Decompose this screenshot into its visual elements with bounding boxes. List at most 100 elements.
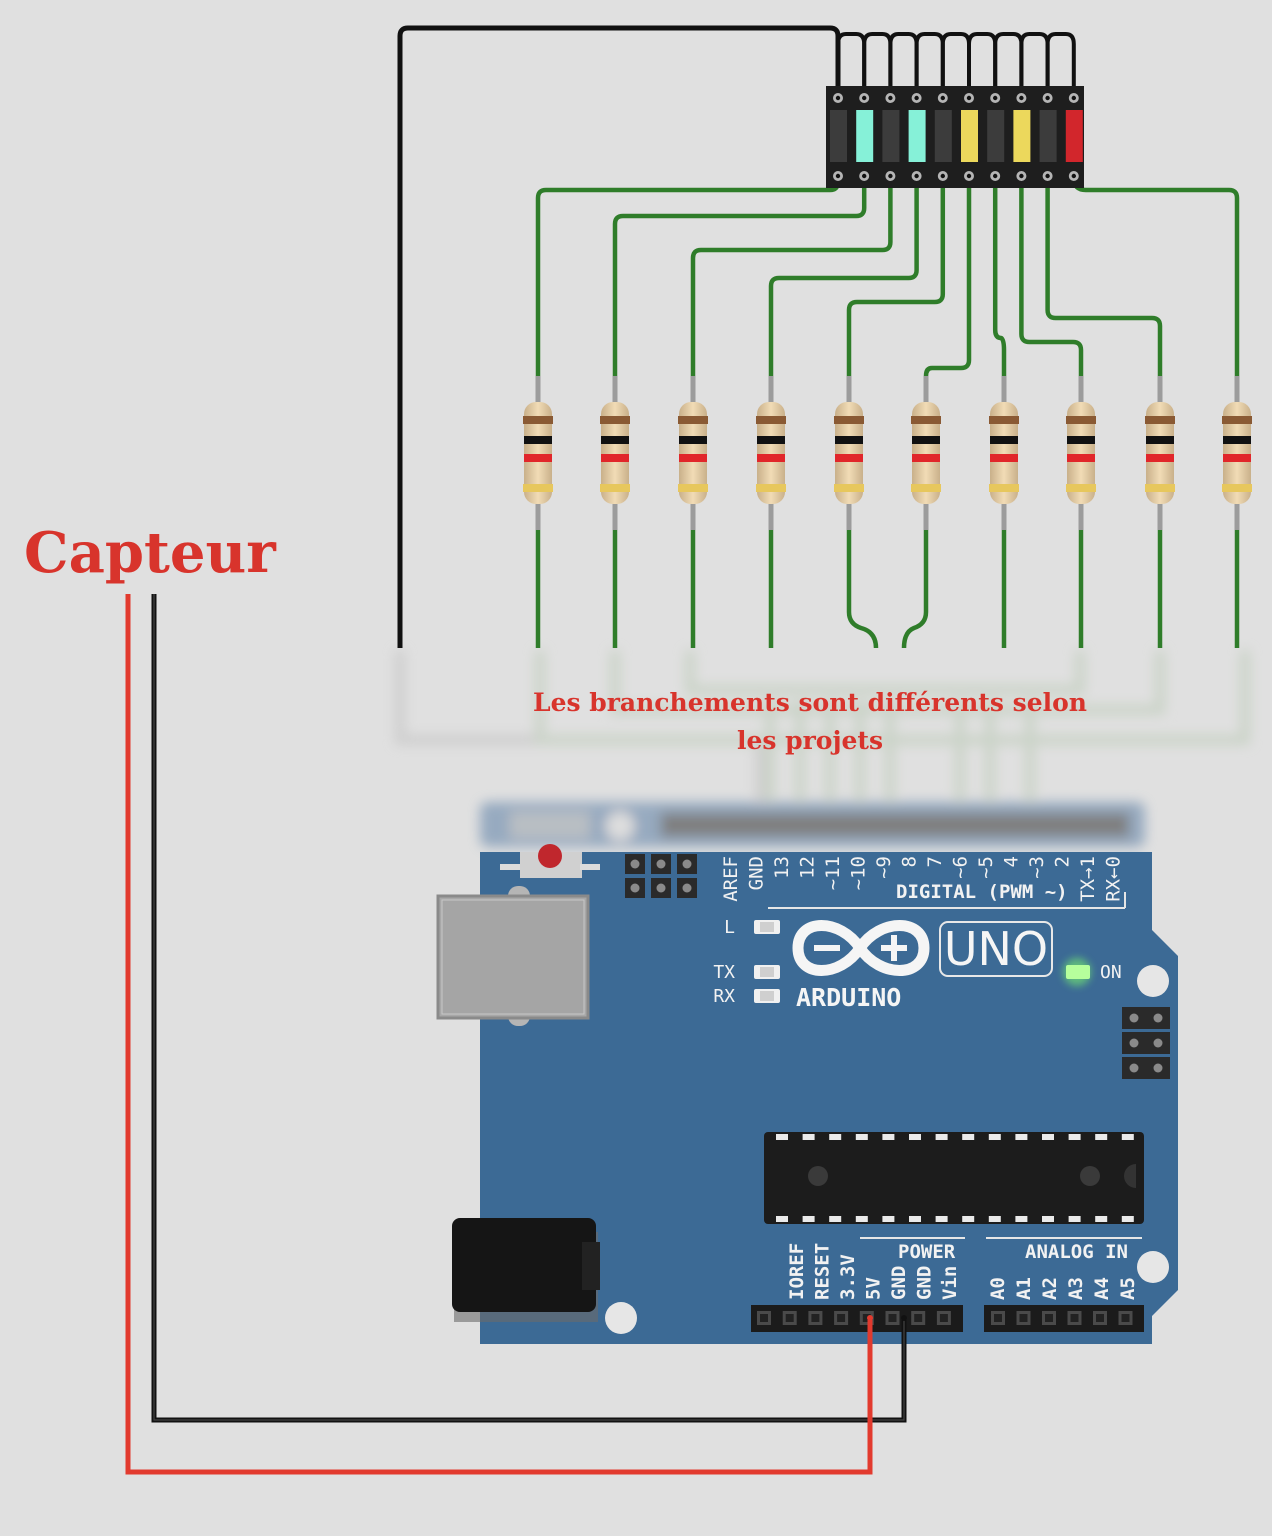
- mounting-hole: [605, 1302, 637, 1334]
- resistor-array: [523, 376, 1252, 530]
- analog-pin-label: A1: [1013, 1277, 1035, 1300]
- digital-pin-label: ~9: [873, 856, 895, 879]
- led-wire: [992, 178, 1007, 378]
- atmega-chip: [764, 1132, 1144, 1224]
- mounting-hole: [1137, 1251, 1169, 1283]
- power-led: [1066, 965, 1090, 979]
- resistor: [1222, 376, 1252, 530]
- resistor: [1145, 376, 1175, 530]
- analog-pin-label: A3: [1065, 1277, 1087, 1300]
- led-wires: [535, 177, 1240, 649]
- analog-pin-label: A4: [1091, 1277, 1113, 1300]
- digital-pin-label: GND: [746, 856, 768, 890]
- reset-button[interactable]: [538, 844, 562, 868]
- digital-pin-label: ~3: [1026, 856, 1048, 879]
- digital-pin-label: ~11: [822, 856, 844, 890]
- led-segment: [882, 110, 900, 162]
- led-l-label: L: [724, 917, 735, 938]
- resistor: [600, 376, 630, 530]
- wiring-note: Les branchements sont différents selon l…: [500, 684, 1120, 760]
- power-pin-label: 5V: [863, 1277, 885, 1300]
- led-segment: [1013, 110, 1031, 162]
- digital-pin-label: AREF: [720, 856, 742, 902]
- digital-pin-label: TX→1: [1077, 856, 1099, 902]
- status-leds: [754, 920, 780, 1003]
- icsp-header-2: [1122, 1007, 1170, 1079]
- power-pin-label: RESET: [812, 1243, 834, 1300]
- arduino-infinity-logo: [792, 920, 930, 976]
- led-wire: [768, 178, 919, 378]
- led-wire: [612, 178, 867, 378]
- digital-header-label: DIGITAL (PWM ~): [896, 881, 1068, 903]
- led-segment: [908, 110, 926, 162]
- wiring-note-line2: les projets: [736, 726, 884, 755]
- led-segment: [830, 110, 847, 162]
- resistor: [523, 376, 553, 530]
- led-segment: [856, 110, 874, 162]
- digital-pin-label: ~10: [848, 856, 870, 890]
- led-segment: [987, 110, 1005, 162]
- power-pin-label: GND: [888, 1266, 910, 1300]
- analog-pin-label: A2: [1039, 1277, 1061, 1300]
- led-rx-label: RX: [713, 986, 735, 1007]
- digital-pin-label: 4: [1001, 856, 1023, 867]
- led-wire: [690, 178, 893, 378]
- led-wire: [1071, 177, 1240, 378]
- led-segment: [1039, 110, 1057, 162]
- sensor-5v-wire: [125, 594, 873, 1475]
- led-wire: [846, 530, 879, 649]
- digital-pin-label: ~6: [950, 856, 972, 879]
- power-pin-label: GND: [914, 1266, 936, 1300]
- resistor: [756, 376, 786, 530]
- mounting-hole: [1137, 965, 1169, 997]
- led-wire: [846, 178, 946, 378]
- led-wire: [923, 178, 972, 377]
- resistor: [834, 376, 864, 530]
- wiring-note-line1: Les branchements sont différents selon: [533, 688, 1087, 717]
- resistor: [911, 376, 941, 530]
- resistor: [678, 376, 708, 530]
- digital-pin-label: RX←0: [1103, 856, 1125, 902]
- digital-pin-label: 12: [797, 856, 819, 879]
- jumper-wire: [1045, 32, 1076, 96]
- led-segment: [934, 110, 952, 162]
- bargraph-ground-wire: [397, 25, 841, 648]
- led-segment: [961, 110, 978, 162]
- brand-label: ARDUINO: [796, 983, 901, 1012]
- led-wire: [901, 530, 929, 649]
- digital-pin-label: 7: [924, 856, 946, 867]
- power-pin-label: IOREF: [786, 1243, 808, 1300]
- led-wire: [1045, 178, 1163, 378]
- digital-pin-label: 8: [899, 856, 921, 867]
- analog-header-label: ANALOG IN: [1025, 1241, 1128, 1263]
- power-jack: [452, 1218, 596, 1312]
- analog-pin-label: A5: [1117, 1277, 1139, 1300]
- bargraph-jumper-loops: [836, 32, 1076, 96]
- sensor-label: Capteur: [24, 520, 276, 586]
- analog-header: [984, 1305, 1144, 1332]
- analog-pin-label: A0: [987, 1277, 1009, 1300]
- power-pin-label: 3.3V: [837, 1254, 859, 1300]
- model-label: UNO: [944, 922, 1048, 976]
- icsp-header: [625, 854, 697, 898]
- power-header-label: POWER: [898, 1241, 956, 1263]
- sensor-wires: [125, 594, 907, 1475]
- led-wire: [1019, 178, 1084, 378]
- resistor: [989, 376, 1019, 530]
- blurred-region: [395, 650, 1250, 847]
- digital-pin-label: ~5: [975, 856, 997, 879]
- led-tx-label: TX: [713, 962, 735, 983]
- model-badge: [939, 921, 1053, 977]
- power-led-label: ON: [1100, 962, 1122, 983]
- digital-pin-label: 2: [1052, 856, 1074, 867]
- digital-pin-label: 13: [771, 856, 793, 879]
- power-pin-label: Vin: [939, 1266, 961, 1300]
- led-segment: [1065, 110, 1083, 162]
- led-bar-graph: [826, 86, 1084, 188]
